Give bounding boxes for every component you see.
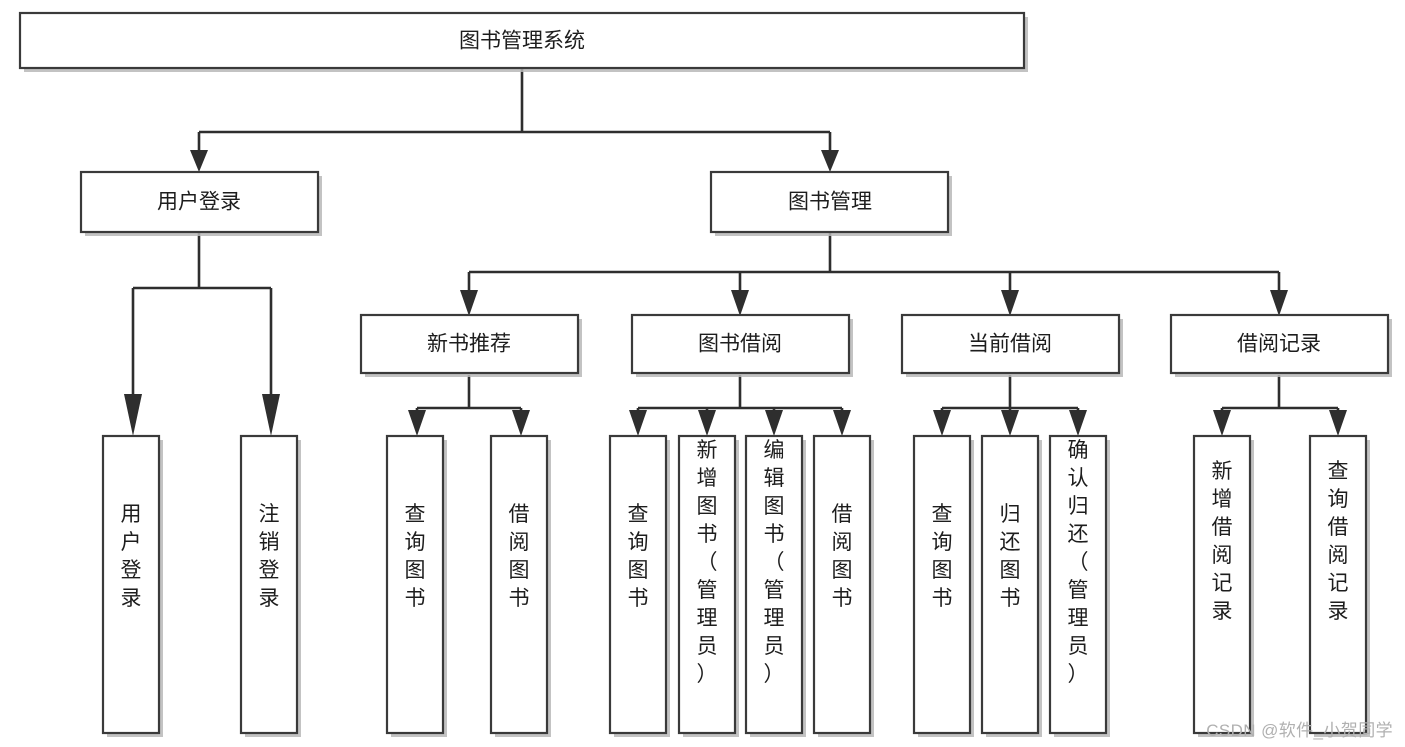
leaf-box [101,434,161,735]
borrow-record-label: 借阅记录 [1237,333,1321,356]
connector-layer [124,68,1347,436]
leaf-box [677,434,737,735]
new-book-recommend-box [359,313,580,375]
user-login-box [79,170,320,234]
node-root[interactable]: 图书管理系统 [18,11,1028,72]
leaf-label: 用户登录 [121,503,142,610]
leaf-currentborrow-return-book[interactable]: 归还图书 [980,434,1042,737]
leaf-newbook-query-book[interactable]: 查询图书 [385,434,447,737]
leaf-box [744,434,804,735]
arrowhead-leaf-newbook-1 [408,410,426,436]
arrowhead-leaf-bookborrow-4 [833,410,851,436]
arrowhead-leaf-currentborrow-2 [1001,410,1019,436]
leaf-borrowrecord-query-record[interactable]: 查询借阅记录 [1308,434,1370,737]
leaf-newbook-borrow-book[interactable]: 借阅图书 [489,434,551,737]
leaf-bookborrow-edit-book[interactable]: 编辑图书（管理员） [744,434,806,737]
leaf-currentborrow-query-book[interactable]: 查询图书 [912,434,974,737]
leaf-label: 注销登录 [259,503,280,610]
leaf-box [239,434,299,735]
leaf-label: 确认归还（管理员） [1068,439,1089,686]
leaf-box [912,434,972,735]
arrowhead-leaf-user-login-1 [124,394,142,436]
leaf-label: 查询图书 [405,503,426,610]
arrowhead-user-login [190,150,208,172]
csdn-watermark: CSDN @软件_小贺同学 [1206,721,1393,740]
root-box [18,11,1026,70]
node-user-login[interactable]: 用户登录 [79,170,322,236]
leaf-label: 查询借阅记录 [1328,460,1349,623]
leaf-label: 新增借阅记录 [1212,460,1233,623]
leaf-box [1192,434,1252,735]
node-new-book-recommend[interactable]: 新书推荐 [359,313,582,377]
leaf-label: 编辑图书（管理员） [764,439,785,686]
arrowhead-current-borrow [1001,290,1019,316]
node-current-borrow[interactable]: 当前借阅 [900,313,1123,377]
arrowhead-leaf-currentborrow-3 [1069,410,1087,436]
leaf-box [489,434,549,735]
new-book-recommend-label: 新书推荐 [427,333,511,356]
leaf-box [1048,434,1108,735]
current-borrow-box [900,313,1121,375]
leaf-label: 查询图书 [628,503,649,610]
leaf-box [608,434,668,735]
arrowhead-book-borrow [731,290,749,316]
leaf-user-login-login[interactable]: 用户登录 [101,434,163,737]
arrowhead-leaf-bookborrow-2 [698,410,716,436]
leaf-bookborrow-query-book[interactable]: 查询图书 [608,434,670,737]
leaf-currentborrow-confirm-return[interactable]: 确认归还（管理员） [1048,434,1110,737]
leaf-label: 借阅图书 [509,503,530,610]
book-manage-label: 图书管理 [788,191,872,214]
current-borrow-label: 当前借阅 [968,333,1052,356]
user-login-label: 用户登录 [157,191,241,214]
leaf-user-login-logout[interactable]: 注销登录 [239,434,301,737]
arrowhead-leaf-currentborrow-1 [933,410,951,436]
arrowhead-leaf-borrowrecord-1 [1213,410,1231,436]
borrow-record-box [1169,313,1390,375]
leaf-label: 查询图书 [932,503,953,610]
node-book-manage[interactable]: 图书管理 [709,170,952,236]
arrowhead-leaf-bookborrow-3 [765,410,783,436]
arrowhead-leaf-newbook-2 [512,410,530,436]
leaf-bookborrow-add-book[interactable]: 新增图书（管理员） [677,434,739,737]
leaf-borrowrecord-add-record[interactable]: 新增借阅记录 [1192,434,1254,737]
leaf-box [980,434,1040,735]
book-borrow-label: 图书借阅 [698,333,782,356]
leaf-box [1308,434,1368,735]
leaf-box [385,434,445,735]
node-borrow-record[interactable]: 借阅记录 [1169,313,1392,377]
book-borrow-box [630,313,851,375]
arrowhead-book-manage [821,150,839,172]
arrowhead-new-book-recommend [460,290,478,316]
root-label: 图书管理系统 [459,30,585,53]
book-manage-box [709,170,950,234]
leaf-label: 借阅图书 [832,503,853,610]
arrowhead-borrow-record [1270,290,1288,316]
leaf-label: 新增图书（管理员） [697,439,718,686]
arrowhead-leaf-bookborrow-1 [629,410,647,436]
leaf-label: 归还图书 [1000,503,1021,610]
leaf-box [812,434,872,735]
arrowhead-leaf-borrowrecord-2 [1329,410,1347,436]
arrowhead-leaf-user-login-2 [262,394,280,436]
node-book-borrow[interactable]: 图书借阅 [630,313,853,377]
leaf-bookborrow-borrow-book[interactable]: 借阅图书 [812,434,874,737]
